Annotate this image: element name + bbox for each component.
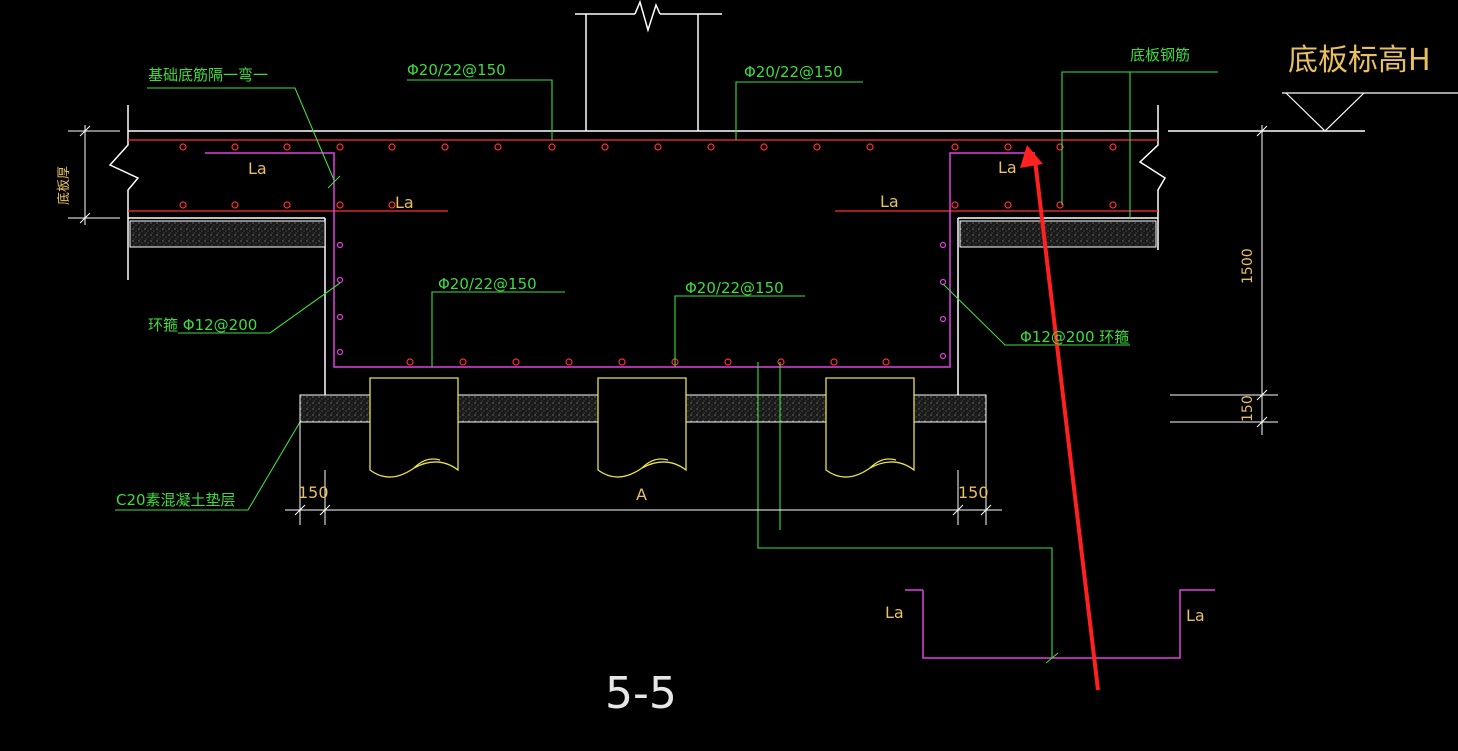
- annotation-arrow: [1020, 145, 1100, 691]
- leader-lines: [115, 71, 1218, 664]
- dim-150-left: 150: [298, 483, 329, 502]
- red-rebar: [128, 139, 1158, 212]
- elevation-symbol: [1282, 92, 1458, 132]
- label-la-top-right: La: [998, 158, 1017, 177]
- section-title: 5-5: [605, 668, 677, 719]
- pile-right: [825, 377, 915, 478]
- label-stirrup-left: 环箍 Φ12@200: [148, 316, 257, 334]
- rebar-dots-bottom: [406, 358, 890, 366]
- rebar-dots-top: [179, 143, 1117, 209]
- column-stub: [575, 0, 722, 131]
- dim-150-right: 150: [958, 483, 989, 502]
- dim-a: A: [636, 485, 647, 504]
- detail-la-left: La: [885, 603, 904, 622]
- detail-la-right: La: [1186, 606, 1205, 625]
- label-la-mid-right: La: [880, 192, 899, 211]
- pile-left: [369, 377, 459, 478]
- pile-middle: [597, 377, 687, 478]
- magenta-rebar: [205, 152, 1215, 659]
- label-slab-thickness: 底板厚: [56, 166, 72, 205]
- label-pit-bar-right: Φ20/22@150: [685, 279, 784, 297]
- label-stirrup-right: Φ12@200 环箍: [1020, 328, 1129, 346]
- dimension-lines: [68, 125, 1278, 525]
- label-pit-bar-left: Φ20/22@150: [438, 275, 537, 293]
- label-la-mid-left: La: [395, 193, 414, 212]
- label-foundation-bottom-bar: 基础底筋隔一弯一: [148, 66, 268, 84]
- dim-1500: 1500: [1240, 248, 1256, 284]
- label-slab-elevation: 底板标高H: [1288, 43, 1431, 78]
- label-slab-rebar: 底板钢筋: [1130, 46, 1190, 64]
- label-top-bar-right: Φ20/22@150: [744, 63, 843, 81]
- slab-outline: [108, 105, 1365, 395]
- label-top-bar-left: Φ20/22@150: [407, 61, 506, 79]
- label-la-top-left: La: [248, 159, 267, 178]
- piles: [369, 377, 915, 478]
- label-cushion: C20素混凝土垫层: [116, 491, 236, 509]
- rebar-dots-pit: [336, 241, 947, 360]
- dim-150-vertical: 150: [1240, 395, 1256, 422]
